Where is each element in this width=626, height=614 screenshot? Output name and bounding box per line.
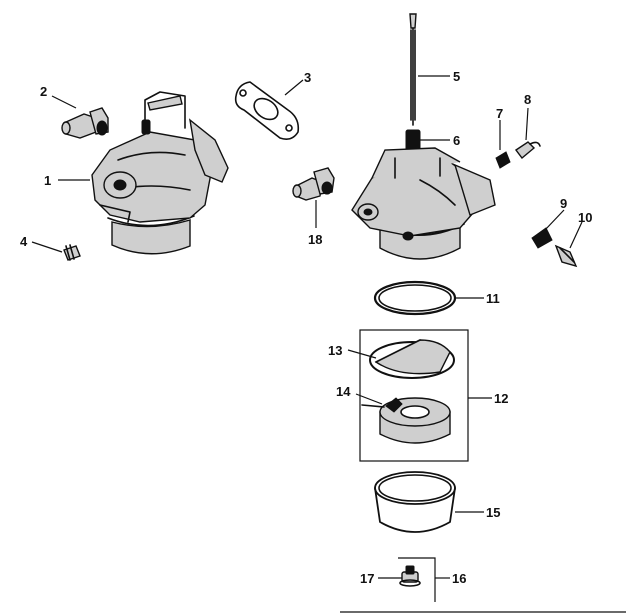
callout-16: 16: [452, 571, 466, 586]
carburetor-assembly-left: [91, 91, 229, 255]
idle-screw: [63, 244, 81, 261]
callout-4: 4: [20, 234, 28, 249]
pin-8: [514, 141, 541, 160]
callout-labels: 1 2 3 4 5 6 7 8 9 10 11 12 13 14 15 16 1…: [20, 69, 592, 586]
screw-7: [495, 151, 511, 169]
callout-5: 5: [453, 69, 460, 84]
callout-8: 8: [524, 92, 531, 107]
callout-17: 17: [360, 571, 374, 586]
spring-9: [531, 227, 553, 249]
needle-valve-10: [554, 244, 578, 268]
o-ring: [373, 280, 457, 316]
drain-screw-17: [399, 565, 421, 587]
fuel-fitting-18: [292, 167, 335, 201]
leader-lines: [31, 75, 583, 579]
kit-bracket-16: [398, 557, 436, 602]
gasket: [234, 81, 300, 140]
float-ring-14: [361, 397, 451, 444]
callout-6: 6: [453, 133, 460, 148]
callout-2: 2: [40, 84, 47, 99]
callout-12: 12: [494, 391, 508, 406]
callout-3: 3: [304, 70, 311, 85]
float-needle-rod: [409, 13, 417, 126]
callout-18: 18: [308, 232, 322, 247]
callout-11: 11: [486, 291, 500, 306]
carburetor-body-right: [351, 147, 496, 260]
float-13: [369, 339, 455, 379]
callout-7: 7: [496, 106, 503, 121]
callout-10: 10: [578, 210, 592, 225]
callout-15: 15: [486, 505, 500, 520]
callout-1: 1: [44, 173, 51, 188]
float-bowl-15: [374, 471, 456, 533]
callout-13: 13: [328, 343, 342, 358]
fuel-fitting-elbow: [61, 107, 109, 139]
callout-9: 9: [560, 196, 567, 211]
callout-14: 14: [336, 384, 351, 399]
